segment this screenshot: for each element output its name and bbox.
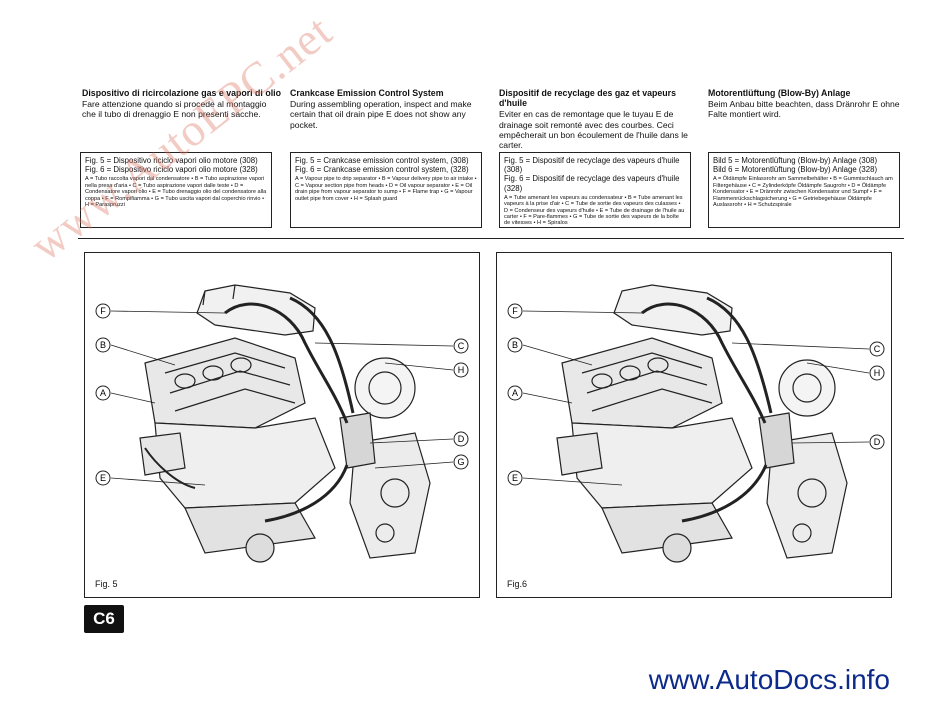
figure-5-panel: F B A E C H D G Fig. 5 — [84, 252, 480, 598]
figure-caption: Fig.6 — [507, 579, 528, 589]
column-body: Eviter en cas de remontage que le tuyau … — [499, 109, 688, 151]
section-badge: C6 — [84, 605, 124, 633]
callout-e: E — [95, 470, 111, 486]
column-english: Crankcase Emission Control System During… — [290, 88, 490, 130]
legend-box-english: Fig. 5 = Crankcase emission control syst… — [290, 152, 482, 228]
callout-g: G — [453, 454, 469, 470]
svg-text:B: B — [100, 340, 106, 350]
engine-drawing-fig5 — [110, 284, 454, 563]
legend-fig-6: Fig. 6 = Dispositif de recyclage des vap… — [504, 174, 680, 193]
callout-d: D — [869, 434, 885, 450]
figure-caption: Fig. 5 — [95, 579, 118, 589]
svg-text:D: D — [458, 434, 465, 444]
svg-text:A: A — [100, 388, 106, 398]
footer-site-link[interactable]: www.AutoDocs.info — [648, 664, 890, 695]
callouts-fig6: F B A E C H D — [507, 303, 885, 486]
column-body: Fare attenzione quando si procede al mon… — [82, 99, 267, 120]
legend-key: A = Tube amenant les vapeurs au condensa… — [504, 194, 685, 227]
svg-text:G: G — [457, 457, 464, 467]
figure-6-panel: F B A E C H D Fig.6 — [496, 252, 892, 598]
legend-fig-5: Fig. 5 = Dispositif de recyclage des vap… — [504, 156, 680, 175]
legend-fig-5: Fig. 5 = Dispositivo riciclo vapori olio… — [85, 156, 258, 165]
svg-text:H: H — [458, 365, 465, 375]
svg-text:E: E — [512, 473, 518, 483]
callout-b: B — [507, 337, 523, 353]
legend-key: A = Tubo raccolta vapori dal condensator… — [85, 176, 267, 209]
column-italian: Dispositivo di ricircolazione gas e vapo… — [82, 88, 282, 120]
legend-box-german: Bild 5 = Motorentlüftung (Blow-by) Anlag… — [708, 152, 900, 228]
column-german: Motorentlüftung (Blow-By) Anlage Beim An… — [708, 88, 908, 120]
legend-fig-5: Fig. 5 = Crankcase emission control syst… — [295, 156, 469, 165]
engine-drawing-fig6 — [522, 284, 870, 563]
svg-text:H: H — [874, 368, 881, 378]
svg-text:C: C — [874, 344, 881, 354]
svg-text:F: F — [512, 306, 518, 316]
column-french: Dispositif de recyclage des gaz et vapeu… — [499, 88, 699, 150]
callout-e: E — [507, 470, 523, 486]
legend-key: A = Vapour pipe to drip separator • B = … — [295, 176, 477, 202]
callout-c: C — [869, 341, 885, 357]
legend-box-french: Fig. 5 = Dispositif de recyclage des vap… — [499, 152, 691, 228]
svg-text:C: C — [458, 341, 465, 351]
callout-a: A — [507, 385, 523, 401]
svg-text:D: D — [874, 437, 881, 447]
column-body: Beim Anbau bitte beachten, dass Dränrohr… — [708, 99, 900, 120]
svg-text:E: E — [100, 473, 106, 483]
callout-h: H — [869, 365, 885, 381]
column-title: Dispositif de recyclage des gaz et vapeu… — [499, 88, 676, 109]
column-title: Motorentlüftung (Blow-By) Anlage — [708, 88, 851, 98]
legend-fig-5: Bild 5 = Motorentlüftung (Blow-by) Anlag… — [713, 156, 878, 165]
svg-text:B: B — [512, 340, 518, 350]
legend-fig-6: Fig. 6 = Crankcase emission control syst… — [295, 165, 469, 175]
callout-f: F — [507, 303, 523, 319]
header-divider — [78, 238, 904, 239]
legend-key: A = Öldämpfe Einlassrohr am Sammelbehält… — [713, 176, 893, 209]
callout-b: B — [95, 337, 111, 353]
callout-h: H — [453, 362, 469, 378]
svg-text:A: A — [512, 388, 518, 398]
column-title: Dispositivo di ricircolazione gas e vapo… — [82, 88, 281, 98]
callout-f: F — [95, 303, 111, 319]
watermark: www.AutoEPC.net — [20, 4, 342, 271]
column-title: Crankcase Emission Control System — [290, 88, 444, 98]
callout-d: D — [453, 431, 469, 447]
legend-box-italian: Fig. 5 = Dispositivo riciclo vapori olio… — [80, 152, 272, 228]
svg-text:F: F — [100, 306, 106, 316]
legend-fig-6: Bild 6 = Motorentlüftung (Blow-by) Anlag… — [713, 165, 878, 175]
legend-fig-6: Fig. 6 = Dispositivo riciclo vapori olio… — [85, 165, 258, 175]
callouts-fig5: F B A E C H D G — [95, 303, 469, 486]
callout-a: A — [95, 385, 111, 401]
column-body: During assembling operation, inspect and… — [290, 99, 472, 130]
callout-c: C — [453, 338, 469, 354]
